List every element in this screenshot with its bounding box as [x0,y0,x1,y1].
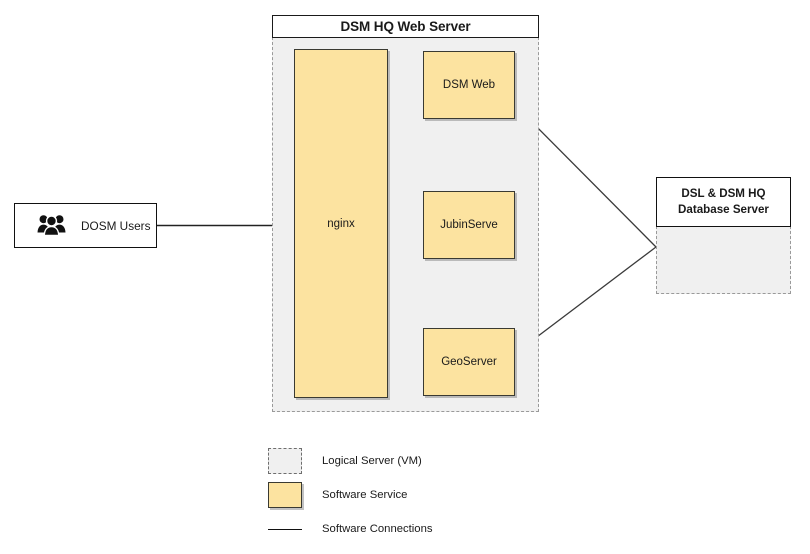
legend-label-logical-server: Logical Server (VM) [322,455,422,467]
legend-label-software-service: Software Service [322,489,408,501]
users-group-icon [37,213,67,238]
legend-label-software-connections: Software Connections [322,523,433,535]
service-nginx[interactable]: nginx [294,49,388,398]
database-server-title-label: DSL & DSM HQ Database Server [678,187,769,216]
legend-item-software-service: Software Service [268,478,568,512]
service-jubinserve[interactable]: JubinServe [423,191,515,259]
service-geoserver-label: GeoServer [441,356,497,368]
service-jubinserve-label: JubinServe [440,219,498,231]
service-dsm-web-label: DSM Web [442,79,496,91]
logical-server-database-title: DSL & DSM HQ Database Server [656,177,791,227]
web-server-title-label: DSM HQ Web Server [340,19,471,34]
logical-server-database-body [656,226,791,294]
service-dsm-web[interactable]: DSM Web [423,51,515,119]
legend-swatch-logical-server-icon [268,448,302,474]
logical-server-dsm-hq-web-server-title: DSM HQ Web Server [272,15,539,38]
legend: Logical Server (VM) Software Service Sof… [268,444,568,546]
service-geoserver[interactable]: GeoServer [423,328,515,396]
legend-swatch-software-service-icon [268,482,302,508]
legend-swatch-connection-line-icon [268,516,302,542]
actor-dosm-users[interactable]: DOSM Users [14,203,157,248]
legend-item-logical-server: Logical Server (VM) [268,444,568,478]
legend-item-software-connections: Software Connections [268,512,568,546]
service-nginx-label: nginx [327,217,355,230]
actor-dosm-users-label: DOSM Users [81,218,151,233]
